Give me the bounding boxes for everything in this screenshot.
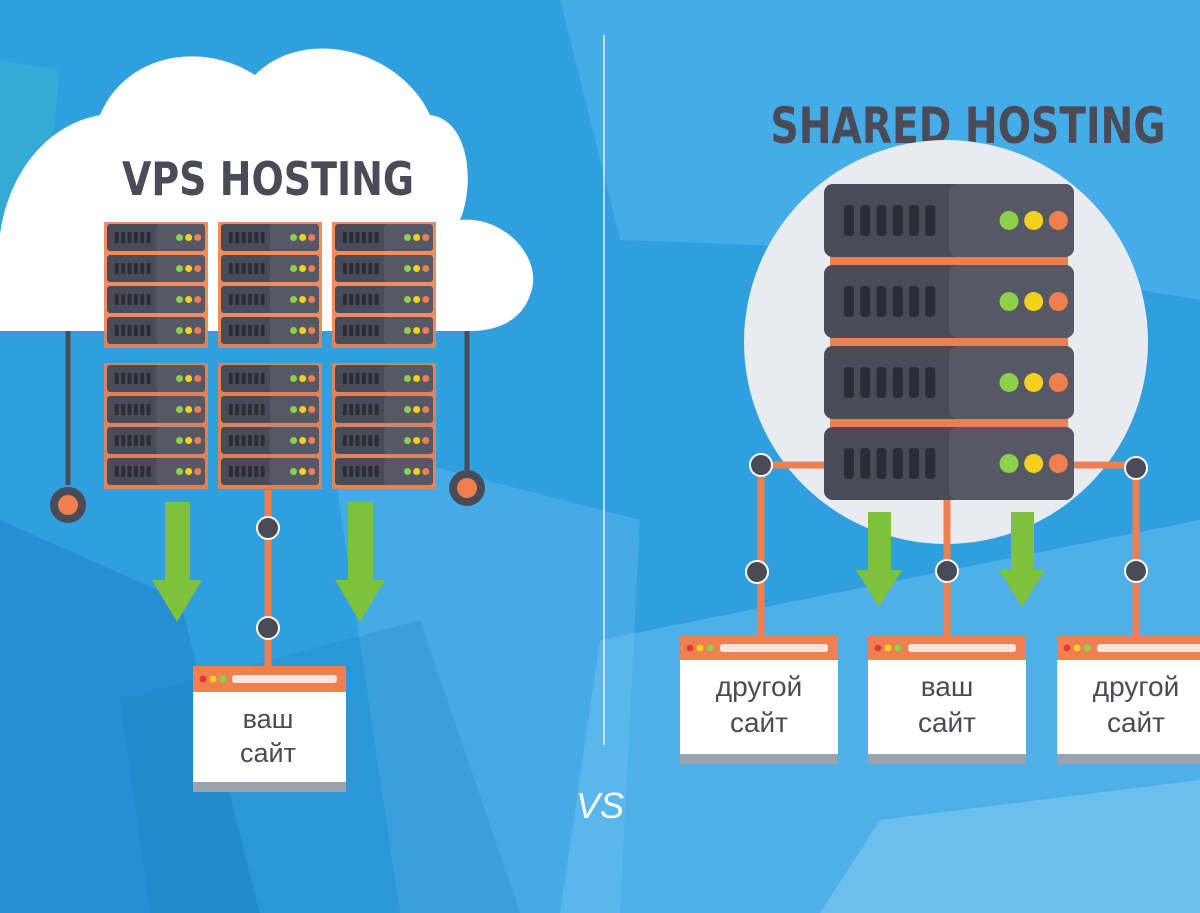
vps-title: VPS HOSTING	[122, 152, 414, 206]
vps-rack-col1-stack2	[104, 363, 208, 489]
vps-rack-col3-stack2	[332, 363, 436, 489]
vps-rack-col2-stack1	[218, 222, 322, 348]
server-unit-icon	[107, 365, 205, 392]
server-unit-icon	[335, 224, 433, 251]
vps-rack-col3-stack1	[332, 222, 436, 348]
shared-site-window-3: другой сайт	[1057, 636, 1200, 764]
vps-connector-nodes	[256, 516, 280, 640]
server-unit-icon	[221, 396, 319, 423]
server-unit-icon	[824, 427, 1074, 500]
shared-site-windows: другой сайт ваш сайт другой сайт	[680, 636, 1200, 764]
server-unit-icon	[824, 265, 1074, 338]
server-unit-icon	[335, 255, 433, 282]
server-unit-icon	[335, 458, 433, 485]
server-unit-icon	[107, 427, 205, 454]
server-unit-icon	[335, 365, 433, 392]
server-unit-icon	[107, 255, 205, 282]
server-unit-icon	[335, 286, 433, 313]
shared-site-1-line1: другой	[716, 671, 802, 702]
shared-site-window-1: другой сайт	[680, 636, 838, 764]
server-unit-icon	[335, 396, 433, 423]
server-unit-icon	[335, 427, 433, 454]
vps-connectors	[65, 331, 470, 485]
server-unit-icon	[221, 427, 319, 454]
server-unit-icon	[107, 224, 205, 251]
vps-site-label-line1: ваш	[243, 704, 294, 734]
shared-site-3-line1: другой	[1093, 671, 1179, 702]
server-unit-icon	[107, 458, 205, 485]
server-unit-icon	[221, 458, 319, 485]
server-unit-icon	[824, 184, 1074, 257]
server-unit-icon	[107, 317, 205, 344]
server-unit-icon	[221, 224, 319, 251]
vs-label: VS	[576, 785, 624, 826]
shared-site-window-2: ваш сайт	[868, 636, 1026, 764]
server-unit-icon	[221, 286, 319, 313]
server-unit-icon	[107, 396, 205, 423]
server-unit-icon	[221, 365, 319, 392]
server-unit-icon	[221, 255, 319, 282]
server-unit-icon	[335, 317, 433, 344]
shared-site-2-line2: сайт	[918, 707, 976, 738]
vps-rack-col1-stack1	[104, 222, 208, 348]
shared-down-arrow-icon	[856, 512, 1045, 607]
vps-server-racks	[104, 222, 436, 489]
vps-side-nodes	[50, 470, 485, 523]
vps-rack-col2-stack2	[218, 363, 322, 489]
server-unit-icon	[824, 346, 1074, 419]
vps-site-label-line2: сайт	[240, 738, 296, 768]
shared-connector-nodes	[745, 453, 1148, 584]
vps-site-window	[193, 666, 346, 792]
shared-site-2-line1: ваш	[921, 671, 974, 702]
shared-site-3-line2: сайт	[1107, 707, 1165, 738]
vps-down-arrow-icon	[152, 502, 385, 622]
server-unit-icon	[107, 286, 205, 313]
server-unit-icon	[221, 317, 319, 344]
shared-server-rack-icon	[824, 184, 1074, 500]
shared-site-1-line2: сайт	[730, 707, 788, 738]
